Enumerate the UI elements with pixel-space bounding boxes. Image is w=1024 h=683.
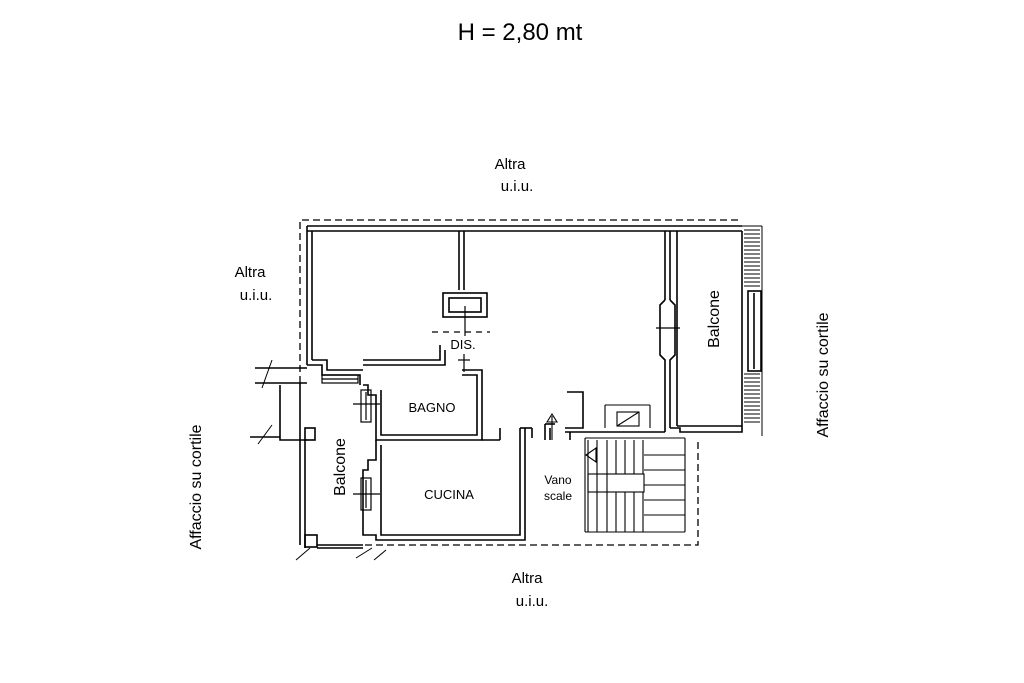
room-label-scale: scale: [544, 489, 572, 503]
label-altra-bottom: Altra: [512, 570, 544, 587]
label-uiu-top: u.i.u.: [501, 178, 534, 195]
break-marks: [257, 359, 387, 561]
right-railing-hatch: [742, 225, 763, 436]
label-altra-top: Altra: [495, 156, 527, 173]
label-affaccio-left: Affaccio su cortile: [188, 424, 205, 549]
room-label-balcone-right: Balcone: [706, 290, 723, 348]
room-label-vano: Vano: [544, 473, 571, 487]
stairwell: [584, 404, 686, 533]
walls: [250, 225, 762, 549]
window-markers: [321, 306, 680, 511]
label-uiu-left: u.i.u.: [240, 287, 273, 304]
arrow-up-icon: [546, 412, 558, 440]
label-uiu-bottom: u.i.u.: [516, 593, 549, 610]
room-label-balcone-left: Balcone: [332, 438, 349, 496]
label-altra-left: Altra: [235, 264, 267, 281]
room-label-cucina: CUCINA: [424, 487, 474, 502]
room-label-bagno: BAGNO: [409, 400, 456, 415]
label-affaccio-right: Affaccio su cortile: [815, 312, 832, 437]
room-label-dis: DIS.: [450, 337, 475, 352]
height-title: H = 2,80 mt: [458, 19, 583, 46]
property-boundary: [299, 219, 740, 546]
